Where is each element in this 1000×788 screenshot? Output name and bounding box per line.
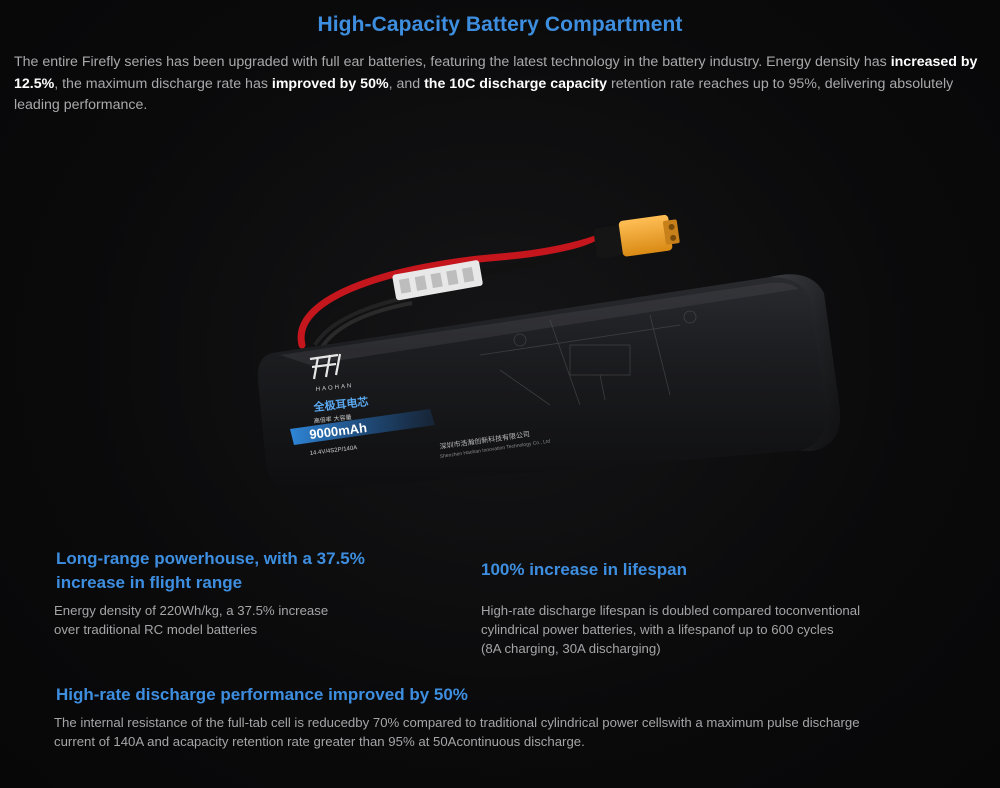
feature-flight-range-text: Energy density of 220Wh/kg, a 37.5% incr… <box>54 601 374 639</box>
battery-spec: 14.4V/4S2P/140A <box>310 445 358 457</box>
feature-text-line: (8A charging, 30A discharging) <box>481 641 661 656</box>
feature-text-line: Energy density of 220Wh/kg, a 37.5% incr… <box>54 603 329 618</box>
feature-lifespan-text: High-rate discharge lifespan is doubled … <box>481 601 911 658</box>
intro-text-1: The entire Firefly series has been upgra… <box>14 54 891 70</box>
feature-text-line: The internal resistance of the full-tab … <box>54 715 860 730</box>
feature-flight-range-title: Long-range powerhouse, with a 37.5% incr… <box>56 547 416 595</box>
haohan-logo-icon <box>309 353 342 380</box>
battery-body <box>257 275 833 492</box>
intro-highlight-capacity: the 10C discharge capacity <box>424 75 608 92</box>
intro-text-2: , the maximum discharge rate has <box>54 75 272 92</box>
feature-text-line: cylindrical power batteries, with a life… <box>481 622 834 637</box>
feature-discharge-title: High-rate discharge performance improved… <box>56 685 468 704</box>
battery-cn-sub: 高倍率 大容量 <box>313 413 352 425</box>
xt-connector <box>593 214 680 259</box>
feature-text-line: High-rate discharge lifespan is doubled … <box>481 603 861 618</box>
feature-discharge-text: The internal resistance of the full-tab … <box>54 713 934 751</box>
feature-lifespan-title: 100% increase in lifespan <box>481 560 687 579</box>
feature-title-line: Long-range powerhouse, with a 37.5% <box>56 549 365 568</box>
battery-cn-label: 全极耳电芯 <box>312 394 369 414</box>
intro-text-4: retention rate reaches up to 95%, delive… <box>14 75 954 114</box>
intro-paragraph: The entire Firefly series has been upgra… <box>14 52 990 117</box>
battery-brand: HAOHAN <box>316 383 354 393</box>
balance-plug <box>392 260 483 301</box>
feature-text-line: over traditional RC model batteries <box>54 622 258 637</box>
feature-text-line: current of 140A and acapacity retention … <box>54 734 585 749</box>
intro-text-3: , and <box>388 75 425 92</box>
intro-highlight-discharge: improved by 50% <box>271 75 389 92</box>
red-wire <box>297 231 609 349</box>
intro-highlight-energy: increased by 12.5% <box>14 54 978 92</box>
battery-capacity: 9000mAh <box>309 420 368 442</box>
page-title: High-Capacity Battery Compartment <box>317 13 683 36</box>
battery-illustration: HAOHAN 全极耳电芯 高倍率 大容量 9000mAh 14.4V/4S2P/… <box>257 214 841 492</box>
battery-end-cap <box>770 274 841 451</box>
drone-lineart-icon <box>479 310 697 406</box>
capacity-band <box>290 409 435 445</box>
feature-title-line: increase in flight range <box>56 573 243 592</box>
battery-image: HAOHAN 全极耳电芯 高倍率 大容量 9000mAh 14.4V/4S2P/… <box>250 205 850 495</box>
